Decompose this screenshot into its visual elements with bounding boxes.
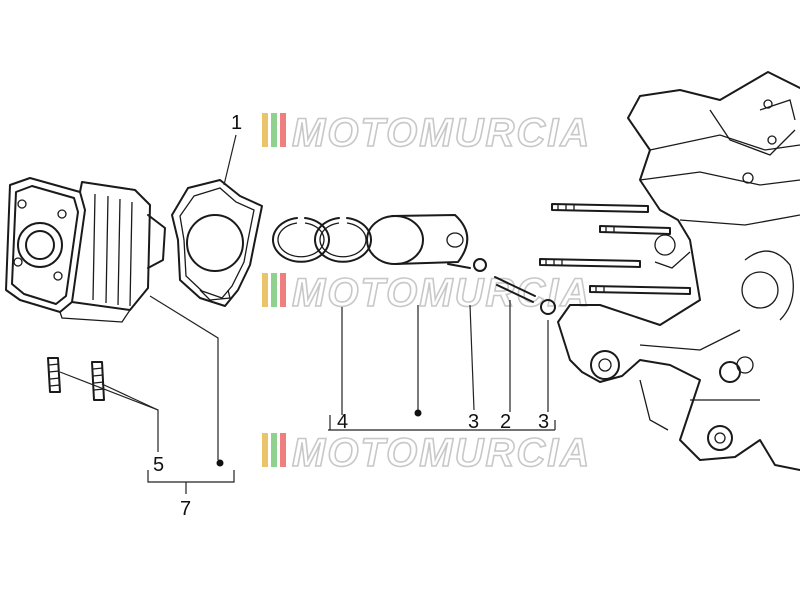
piston-rings <box>272 217 372 263</box>
cylinder-part <box>5 177 166 323</box>
crankcase-studs <box>539 203 691 295</box>
watermark-text-bottom: MOTOMURCIA <box>292 431 591 475</box>
callout-2: 2 <box>500 411 511 433</box>
watermark-top: MOTOMURCIA <box>262 110 591 156</box>
callout-3-right: 3 <box>538 411 549 433</box>
head-gasket <box>171 179 263 307</box>
reference-dot-cylinder <box>216 459 224 467</box>
piston-pin-and-circlips <box>447 258 556 315</box>
watermark-middle: MOTOMURCIA <box>262 270 591 316</box>
piston <box>366 214 469 265</box>
callout-4: 4 <box>337 411 348 433</box>
watermark-text-middle: MOTOMURCIA <box>292 271 591 315</box>
callout-7: 7 <box>180 498 191 520</box>
reference-dot-piston <box>414 409 422 417</box>
callout-5: 5 <box>153 454 164 476</box>
watermark-bottom: MOTOMURCIA <box>262 430 591 476</box>
watermark-text-top: MOTOMURCIA <box>292 111 591 155</box>
crankcase-housing <box>557 71 800 471</box>
stud-bolts <box>47 357 105 401</box>
leader-lines <box>59 134 556 494</box>
callout-1: 1 <box>231 112 242 134</box>
callout-3-left: 3 <box>468 411 479 433</box>
